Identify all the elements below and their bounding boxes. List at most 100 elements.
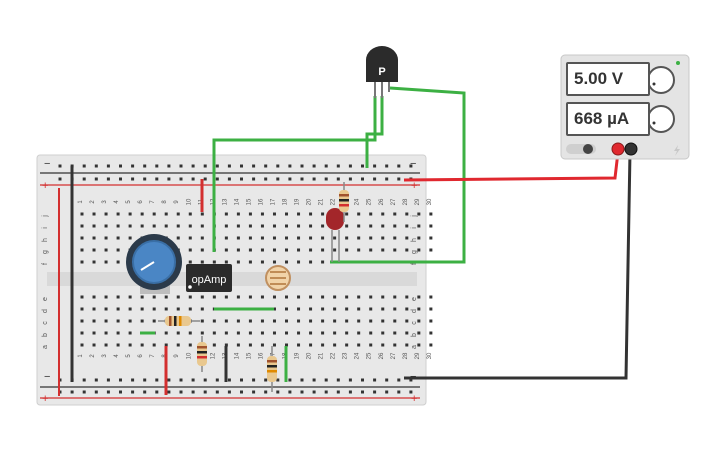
breadboard-hole[interactable] bbox=[152, 319, 156, 323]
breadboard-hole[interactable] bbox=[260, 319, 264, 323]
rail-hole[interactable] bbox=[215, 164, 219, 168]
breadboard-hole[interactable] bbox=[285, 260, 289, 264]
rail-hole[interactable] bbox=[348, 177, 352, 181]
breadboard-hole[interactable] bbox=[188, 260, 192, 264]
rail-hole[interactable] bbox=[288, 390, 292, 394]
breadboard-hole[interactable] bbox=[116, 224, 120, 228]
rail-hole[interactable] bbox=[385, 390, 389, 394]
breadboard-hole[interactable] bbox=[164, 307, 168, 311]
rail-hole[interactable] bbox=[324, 164, 328, 168]
breadboard-hole[interactable] bbox=[369, 224, 373, 228]
rail-hole[interactable] bbox=[119, 390, 122, 394]
rail-hole[interactable] bbox=[131, 177, 135, 181]
breadboard-hole[interactable] bbox=[188, 343, 192, 347]
breadboard-hole[interactable] bbox=[357, 307, 361, 311]
breadboard-hole[interactable] bbox=[417, 343, 421, 347]
breadboard-hole[interactable] bbox=[260, 343, 264, 347]
breadboard-hole[interactable] bbox=[200, 248, 204, 252]
breadboard-hole[interactable] bbox=[128, 236, 132, 240]
breadboard-hole[interactable] bbox=[92, 212, 96, 216]
breadboard-hole[interactable] bbox=[116, 295, 120, 299]
rail-hole[interactable] bbox=[203, 164, 207, 168]
breadboard-hole[interactable] bbox=[200, 295, 204, 299]
rail-hole[interactable] bbox=[252, 390, 256, 394]
rail-hole[interactable] bbox=[94, 177, 98, 181]
breadboard-hole[interactable] bbox=[248, 295, 252, 299]
breadboard-hole[interactable] bbox=[285, 331, 289, 335]
rail-hole[interactable] bbox=[179, 378, 183, 382]
breadboard-hole[interactable] bbox=[309, 319, 313, 323]
breadboard-hole[interactable] bbox=[224, 331, 228, 335]
breadboard-hole[interactable] bbox=[128, 331, 132, 335]
breadboard-hole[interactable] bbox=[345, 307, 349, 311]
breadboard-hole[interactable] bbox=[381, 224, 385, 228]
breadboard-hole[interactable] bbox=[116, 248, 120, 252]
breadboard-hole[interactable] bbox=[140, 212, 144, 216]
rail-hole[interactable] bbox=[264, 390, 268, 394]
rail-hole[interactable] bbox=[203, 390, 207, 394]
rail-hole[interactable] bbox=[203, 177, 207, 181]
breadboard-hole[interactable] bbox=[236, 343, 240, 347]
rail-hole[interactable] bbox=[348, 378, 352, 382]
breadboard-hole[interactable] bbox=[272, 248, 276, 252]
breadboard-hole[interactable] bbox=[309, 248, 313, 252]
breadboard-hole[interactable] bbox=[333, 307, 337, 311]
rail-hole[interactable] bbox=[385, 164, 389, 168]
rail-hole[interactable] bbox=[300, 390, 304, 394]
breadboard-hole[interactable] bbox=[176, 343, 180, 347]
photoresistor[interactable] bbox=[265, 265, 291, 291]
breadboard-hole[interactable] bbox=[321, 295, 325, 299]
breadboard-hole[interactable] bbox=[369, 331, 373, 335]
breadboard-hole[interactable] bbox=[188, 236, 192, 240]
breadboard-hole[interactable] bbox=[176, 224, 180, 228]
breadboard-hole[interactable] bbox=[248, 331, 252, 335]
breadboard-hole[interactable] bbox=[393, 248, 397, 252]
breadboard-hole[interactable] bbox=[417, 331, 421, 335]
breadboard-hole[interactable] bbox=[152, 224, 156, 228]
rail-hole[interactable] bbox=[82, 177, 86, 181]
red-wire-psu-positive[interactable] bbox=[403, 151, 620, 182]
breadboard-hole[interactable] bbox=[116, 260, 120, 264]
rail-hole[interactable] bbox=[252, 177, 256, 181]
rail-hole[interactable] bbox=[373, 378, 377, 382]
breadboard-hole[interactable] bbox=[309, 307, 313, 311]
breadboard-hole[interactable] bbox=[405, 295, 409, 299]
rail-hole[interactable] bbox=[288, 164, 292, 168]
breadboard-hole[interactable] bbox=[236, 248, 240, 252]
breadboard-hole[interactable] bbox=[104, 331, 108, 335]
breadboard-hole[interactable] bbox=[357, 236, 361, 240]
breadboard-hole[interactable] bbox=[260, 295, 264, 299]
rail-hole[interactable] bbox=[324, 390, 328, 394]
breadboard-hole[interactable] bbox=[236, 295, 240, 299]
breadboard-hole[interactable] bbox=[188, 307, 192, 311]
breadboard-hole[interactable] bbox=[116, 343, 120, 347]
rail-hole[interactable] bbox=[336, 164, 340, 168]
breadboard-hole[interactable] bbox=[405, 212, 409, 216]
rail-hole[interactable] bbox=[215, 390, 219, 394]
rail-hole[interactable] bbox=[58, 164, 62, 168]
breadboard-hole[interactable] bbox=[297, 260, 301, 264]
rail-hole[interactable] bbox=[215, 378, 219, 382]
breadboard-hole[interactable] bbox=[272, 224, 276, 228]
breadboard-hole[interactable] bbox=[285, 343, 289, 347]
rail-hole[interactable] bbox=[179, 177, 183, 181]
breadboard-hole[interactable] bbox=[128, 307, 132, 311]
rail-hole[interactable] bbox=[373, 164, 377, 168]
rail-hole[interactable] bbox=[361, 164, 364, 168]
breadboard-hole[interactable] bbox=[152, 343, 156, 347]
rail-hole[interactable] bbox=[94, 164, 98, 168]
breadboard-hole[interactable] bbox=[272, 331, 276, 335]
rail-hole[interactable] bbox=[155, 378, 159, 382]
breadboard-hole[interactable] bbox=[417, 212, 421, 216]
breadboard-hole[interactable] bbox=[297, 248, 301, 252]
breadboard-hole[interactable] bbox=[80, 295, 84, 299]
breadboard-hole[interactable] bbox=[381, 248, 385, 252]
breadboard-hole[interactable] bbox=[116, 319, 120, 323]
rail-hole[interactable] bbox=[227, 390, 231, 394]
rail-hole[interactable] bbox=[106, 164, 110, 168]
rail-hole[interactable] bbox=[143, 177, 147, 181]
rail-hole[interactable] bbox=[106, 378, 110, 382]
breadboard-hole[interactable] bbox=[393, 307, 397, 311]
rail-hole[interactable] bbox=[324, 378, 328, 382]
rail-hole[interactable] bbox=[409, 390, 413, 394]
